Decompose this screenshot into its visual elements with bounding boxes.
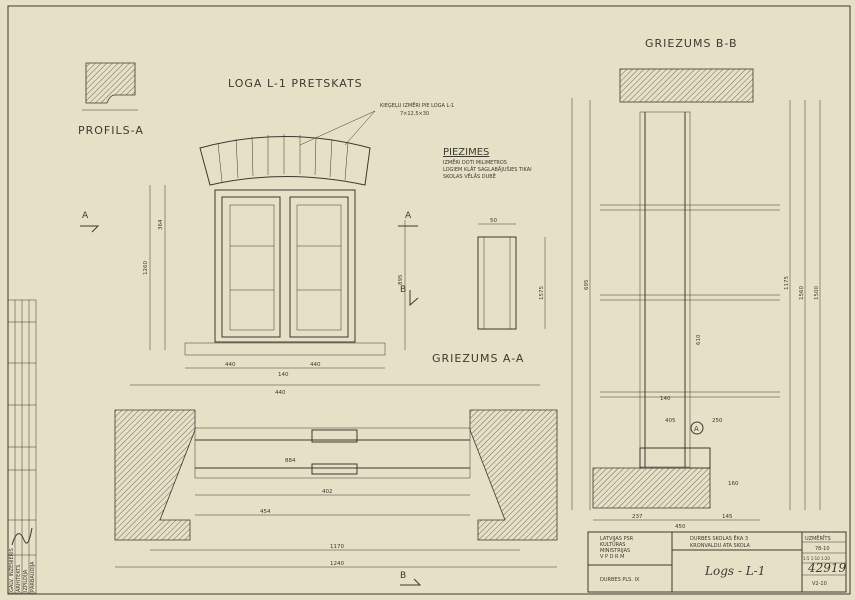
dim-label: 160 [728, 481, 739, 487]
dim-label: 440 [275, 390, 286, 396]
dim-label: 402 [322, 489, 333, 495]
dim-label: 895 [398, 274, 404, 285]
brick-size: 7×12,5×30 [400, 111, 429, 117]
section-marker-b: B [400, 571, 406, 581]
profile-a: PROFILS-A [78, 62, 144, 137]
side-stamp: GALV. INŽENIERIS ARHITEKTS IZPILDĪJA PĀR… [7, 299, 37, 594]
measured-label: UZMĒRĪTS [805, 535, 831, 542]
dim-label: 145 [722, 514, 733, 520]
location: DURBES PLS. IX [600, 577, 640, 583]
brick-note: KIEĢEĻU IZMĒRI PIE LOGA L-1 [380, 102, 454, 109]
dim-label: 1575 [539, 286, 545, 300]
elevation-title: LOGA L-1 PRETSKATS [228, 77, 363, 90]
sheet-number: V2-10 [812, 581, 827, 587]
note-line: IZMĒRI DOTI MILIMETROS [443, 159, 507, 166]
stamp-role: GALV. INŽENIERIS [7, 548, 15, 592]
section-bb-title: GRIEZUMS B-B [645, 37, 738, 50]
object-line: KRONVALDU ATA SKOLA [690, 543, 751, 549]
dim-label: 440 [225, 362, 236, 368]
org-line: MINISTRIJAS [600, 548, 630, 554]
section-aa-title: GRIEZUMS A-A [432, 352, 524, 365]
signature [11, 527, 33, 546]
dim-label: 450 [675, 524, 686, 530]
scales: 1:5 1:10 1:20 [803, 556, 830, 561]
date: 78-10 [815, 546, 830, 552]
notes: PIEZIMES IZMĒRI DOTI MILIMETROS LOGIEM K… [443, 147, 532, 180]
stamp-role: IZPILDĪJA [22, 569, 29, 592]
note-line: SKOLAS VĒLĀS DUBĒ [443, 173, 496, 180]
org-line: LATVIJAS PSR [600, 536, 634, 542]
dim-label: 405 [665, 418, 676, 424]
detail-marker-a: A [694, 425, 699, 433]
dim-label: 695 [584, 279, 590, 290]
dim-label: 440 [310, 362, 321, 368]
dim-label: 50 [490, 218, 497, 224]
drawing-number: 42919 [807, 561, 847, 575]
org-line: KULTŪRAS [600, 541, 625, 548]
notes-heading: PIEZIMES [443, 147, 489, 158]
section-aa: GRIEZUMS A-A 440 884 402 454 1170 1240 B [114, 352, 558, 586]
stamp-role: ARHITEKTS [16, 565, 22, 592]
dim-label: 884 [285, 458, 296, 464]
dim-label: 1260 [143, 261, 149, 275]
object-line: DURBES SKOLAS ĒKA 3 [690, 535, 748, 542]
section-marker-b: B [400, 285, 406, 295]
dim-label: 1500 [814, 286, 820, 300]
dim-label: 364 [158, 219, 164, 230]
note-line: LOGIEM KLĀT SAGLABĀJUŠIES TIKAI [443, 166, 532, 173]
shutter-detail: 50 1575 [477, 218, 546, 330]
window-elevation: LOGA L-1 PRETSKATS KIEĢEĻU IZMĒRI PIE LO… [80, 77, 454, 378]
title-block: LATVIJAS PSR KULTŪRAS MINISTRIJAS V P D … [587, 531, 847, 593]
dim-label: 140 [660, 396, 671, 402]
dim-label: 1240 [330, 561, 344, 567]
section-marker-a: A [405, 211, 412, 221]
section-bb: GRIEZUMS B-B 695 610 1175 1560 1500 140 … [571, 37, 821, 530]
org-line: V P D R M [600, 554, 624, 560]
profile-title: PROFILS-A [78, 124, 144, 137]
dim-label: 610 [696, 334, 702, 345]
dim-label: 1170 [330, 544, 344, 550]
dim-label: 1560 [799, 286, 805, 300]
dim-label: 250 [712, 418, 723, 424]
stamp-role: PĀRBAUDĪJA [29, 561, 36, 592]
dim-label: 1175 [784, 276, 790, 290]
dim-label: 237 [632, 514, 643, 520]
dim-label: 140 [278, 372, 289, 378]
dim-label: 454 [260, 509, 271, 515]
section-marker-a: A [82, 211, 89, 221]
drawing-name: Logs - L-1 [704, 564, 765, 578]
